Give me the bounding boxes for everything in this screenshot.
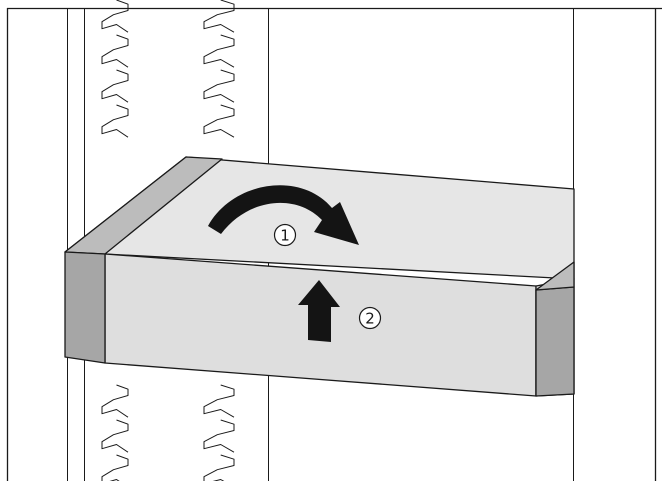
rail-tooth <box>203 0 235 33</box>
step-1-label: 1 <box>280 227 290 245</box>
up-arrow-icon <box>298 280 340 342</box>
rail-tooth <box>101 69 129 103</box>
rail-tooth <box>203 34 235 68</box>
step-1-group: 1 <box>208 185 359 247</box>
rail-tooth <box>101 0 129 33</box>
frame <box>6 7 662 481</box>
curved-arrow-icon <box>208 185 359 245</box>
shelf-left-cap <box>64 251 106 364</box>
rail-tooth <box>101 34 129 68</box>
rail-tooth <box>203 69 235 103</box>
rail-tooth <box>101 454 129 481</box>
step-2-group: 2 <box>298 280 382 342</box>
step-2-badge <box>358 306 382 330</box>
rail-tooth <box>203 419 235 453</box>
rail-tooth <box>203 384 235 418</box>
rail-tooth <box>203 104 235 138</box>
rail-tooth <box>101 104 129 138</box>
rail-tooth <box>101 419 129 453</box>
support-rail-left <box>101 0 129 481</box>
shelf-right-cap-top <box>535 261 575 291</box>
rail-tooth <box>203 454 235 481</box>
support-rail-right <box>203 0 235 481</box>
rail-tooth <box>101 384 129 418</box>
shelf-right-cap <box>535 286 575 397</box>
step-2-label: 2 <box>365 310 375 328</box>
shelf <box>64 156 575 397</box>
step-1-badge <box>273 223 297 247</box>
